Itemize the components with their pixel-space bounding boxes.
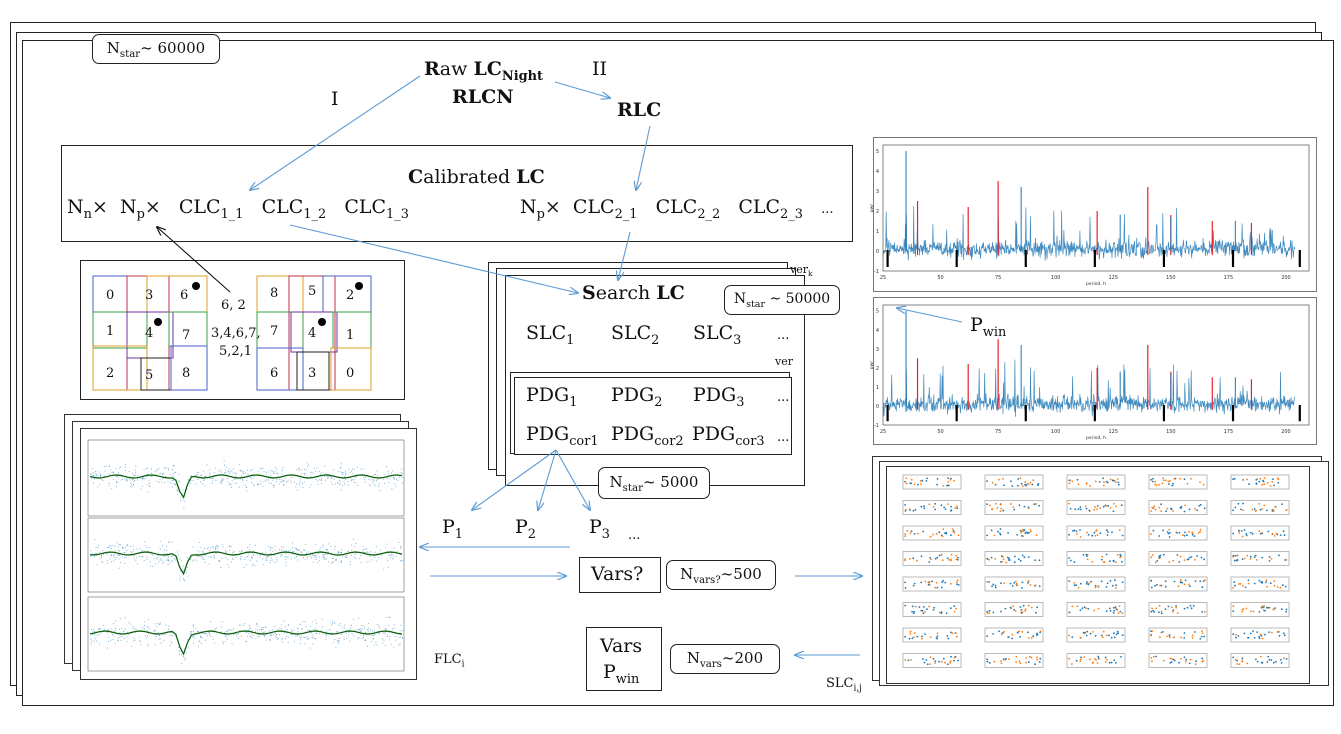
pdg-2: PDG2 <box>611 384 663 410</box>
nstar-search-label: Nstar ~ 50000 <box>733 290 831 310</box>
flc-panel <box>80 428 417 680</box>
grid-right-0: 0 <box>346 366 355 381</box>
clc-1-2: CLC1_2 <box>261 196 327 222</box>
periods-ellipsis: ... <box>628 528 641 543</box>
nstar-search-box: Nstar ~ 50000 <box>724 285 840 315</box>
period-3: P3 <box>589 516 611 542</box>
grid-left-6: 6 <box>180 288 189 303</box>
nstar-pdg-box: Nstar~ 5000 <box>598 467 710 499</box>
nstar-total-box: Nstar~ 60000 <box>92 34 220 64</box>
grid-right-1: 1 <box>346 328 355 343</box>
grid-left-2: 2 <box>106 366 115 381</box>
clc-1-1: CLC1_1 <box>178 196 244 222</box>
clc-2-1: CLC2_1 <box>572 196 638 222</box>
calibrated-lc-title: Calibrated LC <box>408 166 545 188</box>
flc-label: FLCi <box>434 652 465 670</box>
grid-right-5: 5 <box>308 284 317 299</box>
grid-right-6: 6 <box>270 366 279 381</box>
period-2: P2 <box>515 516 537 542</box>
grid-right-7: 7 <box>270 324 279 339</box>
pdgcor-2: PDGcor2 <box>611 423 684 449</box>
ver-k-label: verk <box>790 263 813 279</box>
nvars-final-box: Nvars~200 <box>670 644 780 674</box>
periodogram-bottom <box>873 297 1317 445</box>
raw-lc-title: Raw LCNight <box>424 58 543 84</box>
slcij-label: SLCi,j <box>826 676 862 694</box>
grid-left-8: 8 <box>182 366 191 381</box>
vars-candidate-box <box>579 557 661 593</box>
slc-1: SLC1 <box>526 322 575 348</box>
pdg-ellipsis: ... <box>777 390 790 405</box>
pdg-3: PDG3 <box>693 384 745 410</box>
clc-row-2: Np× CLC2_1 CLC2_2 CLC2_3 ... <box>520 196 834 222</box>
grid-left-1: 1 <box>106 324 115 339</box>
nvars-candidate-label: Nvars?~500 <box>680 564 762 586</box>
grid-right-3: 3 <box>308 366 317 381</box>
grid-right-4: 4 <box>308 326 317 341</box>
grid-left-3: 3 <box>145 288 154 303</box>
grid-right-8: 8 <box>270 286 279 301</box>
clc-row-1: Nn× Np× CLC1_1 CLC1_2 CLC1_3 <box>67 196 409 222</box>
clc-2-3: CLC2_3 <box>738 196 803 222</box>
grid-left-5: 5 <box>145 368 154 383</box>
grid-note-3: 5,2,1 <box>219 344 253 359</box>
pdgcor-1: PDGcor1 <box>526 423 599 449</box>
nstar-total-label: Nstar~ 60000 <box>106 38 206 60</box>
search-lc-title: Search LC <box>582 282 685 304</box>
nstar-pdg-label: Nstar~ 5000 <box>609 472 699 494</box>
path-II-label: II <box>592 58 608 80</box>
nvars-candidate-box: Nvars?~500 <box>666 560 776 590</box>
path-I-label: I <box>331 88 339 110</box>
grid-note-1: 6, 2 <box>221 298 246 313</box>
grid-left-7: 7 <box>182 328 191 343</box>
grid-left-0: 0 <box>106 288 115 303</box>
rlc-label: RLC <box>617 99 662 121</box>
grid-left-4: 4 <box>145 326 154 341</box>
pdg-box <box>514 377 792 455</box>
slc-3: SLC3 <box>693 322 742 348</box>
clc-1-3: CLC1_3 <box>344 196 409 222</box>
vars-final-line1: Vars <box>600 635 643 657</box>
period-1: P1 <box>442 516 464 542</box>
vars-candidate-label: Vars? <box>591 563 644 585</box>
calibrated-lc-box <box>61 145 853 242</box>
vars-final-line2: Pwin <box>603 661 640 687</box>
grid-right-2: 2 <box>346 288 355 303</box>
slc-2: SLC2 <box>611 322 660 348</box>
slc-ellipsis: ... <box>777 328 790 343</box>
pdgcor-3: PDGcor3 <box>692 423 765 449</box>
nvars-final-label: Nvars~200 <box>686 648 764 670</box>
pdg-1: PDG1 <box>526 384 578 410</box>
vars-final-box <box>586 627 662 691</box>
slc-grid-panel <box>886 466 1310 684</box>
pwin-label: Pwin <box>970 314 1007 340</box>
rlcn-label: RLCN <box>452 86 514 108</box>
pdgcor-ellipsis: ... <box>777 430 790 445</box>
periodogram-top <box>873 137 1317 292</box>
grid-note-2: 3,4,6,7, <box>211 326 261 341</box>
clc-2-2: CLC2_2 <box>655 196 721 222</box>
